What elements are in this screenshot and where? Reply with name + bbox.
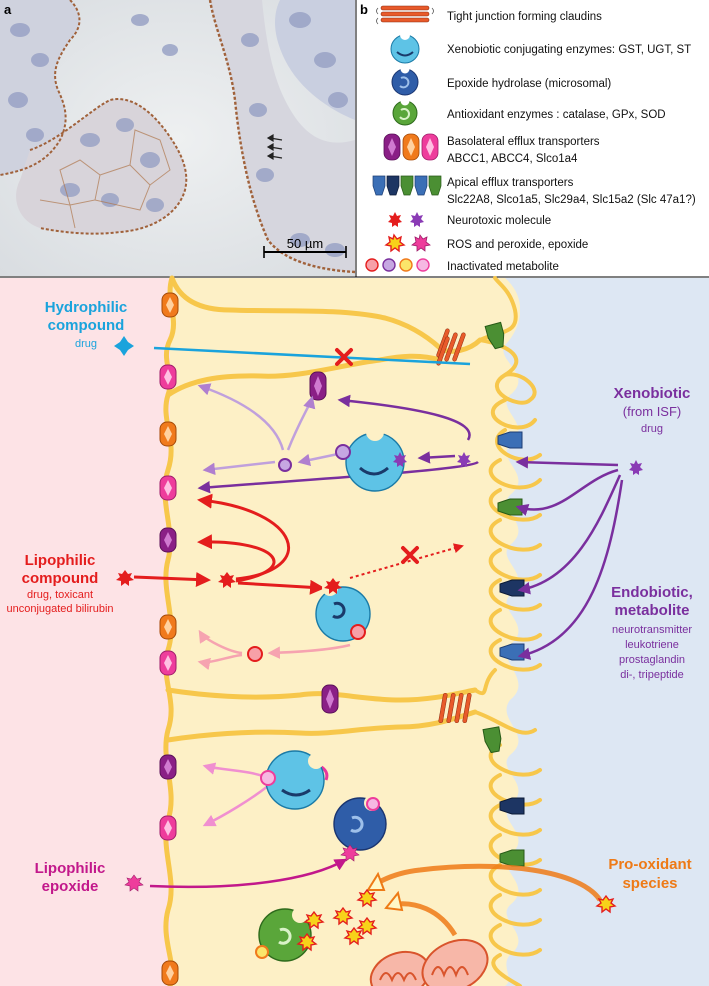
conjugating-enzyme-bottom: [260, 750, 325, 810]
xenobiotic-sub-1: (from ISF): [623, 404, 682, 419]
legend-apical-title: Apical efflux transporters: [447, 177, 574, 189]
panel-a-letter: a: [4, 2, 12, 17]
claudin-icon: [376, 5, 434, 25]
tight-junction-top: [436, 328, 466, 366]
legend-basolateral-list: ABCC1, ABCC4, Slco1a4: [447, 153, 578, 165]
legend-neurotoxic: Neurotoxic molecule: [447, 215, 551, 227]
antioxidant-enzyme-icon: [392, 96, 418, 126]
epoxide-title-2: epoxide: [42, 878, 99, 895]
xenobiotic-paths: [197, 394, 624, 660]
molecules: [116, 452, 643, 952]
panel-a-micrograph: 50 µm a: [0, 0, 356, 276]
tight-junction-middle: [438, 692, 472, 724]
prooxidant-arrow: [366, 863, 603, 937]
conjugating-enzyme-icon: [390, 30, 420, 64]
apical-transporter-icons: [372, 175, 442, 196]
basolateral-transporter-icons: [383, 133, 439, 161]
legend-ros: ROS and peroxide, epoxide: [447, 239, 588, 251]
prooxidant-title-1: Pro-oxidant: [608, 856, 691, 873]
legend-basolateral-title: Basolateral efflux transporters: [447, 136, 600, 148]
barrier-diagram: Hydrophilic compound drug Lipophilic com…: [0, 275, 709, 986]
hydrophilic-path: [114, 336, 471, 366]
lipophilic-title-1: Lipophilic: [25, 552, 96, 569]
conjugating-enzyme-top: [335, 423, 405, 492]
epoxide-title-1: Lipophilic: [35, 860, 106, 877]
inactivated-metabolite-icon: [365, 258, 430, 272]
hydrophilic-sub: drug: [75, 338, 97, 350]
blood-zone: [0, 278, 170, 986]
endobiotic-sub-2: leukotriene: [625, 639, 679, 651]
lipophilic-title-2: compound: [22, 570, 99, 587]
epoxide-hydrolase-cell: [333, 795, 387, 851]
legend-conjugating: Xenobiotic conjugating enzymes: GST, UGT…: [447, 44, 691, 56]
xenobiotic-sub-2: drug: [641, 423, 663, 435]
legend-apical-list: Slc22A8, Slco1a5, Slc29a4, Slc15a2 (Slc …: [447, 194, 696, 206]
basolateral-transporters: [159, 292, 339, 986]
hydrophilic-title-2: compound: [48, 317, 125, 334]
endobiotic-title-2: metabolite: [614, 602, 689, 619]
endobiotic-title-1: Endobiotic,: [611, 584, 693, 601]
diagram-labels: Hydrophilic compound drug Lipophilic com…: [6, 299, 692, 895]
neurotoxic-molecule-icon: [388, 212, 424, 227]
legend-antioxidant: Antioxidant enzymes : catalase, GPx, SOD: [447, 109, 666, 121]
panel-b-letter: b: [360, 2, 368, 17]
legend-claudins: Tight junction forming claudins: [447, 11, 602, 23]
antioxidant-enzyme-cell: [255, 907, 312, 962]
scale-bar-label: 50 µm: [287, 236, 323, 251]
epoxide-hydrolase-icon: [391, 64, 419, 96]
endobiotic-sub-1: neurotransmitter: [612, 624, 692, 636]
hydrophilic-title-1: Hydrophilic: [45, 299, 128, 316]
lipophilic-sub-1: drug, toxicant: [27, 589, 93, 601]
endobiotic-sub-4: di-, tripeptide: [620, 669, 684, 681]
endobiotic-sub-3: prostaglandin: [619, 654, 685, 666]
prooxidant-title-2: species: [622, 875, 677, 892]
lipophilic-sub-2: unconjugated bilirubin: [6, 603, 113, 615]
ros-icon: [384, 233, 431, 253]
legend-epoxide-hydrolase: Epoxide hydrolase (microsomal): [447, 78, 611, 90]
xenobiotic-title: Xenobiotic: [614, 385, 691, 402]
lipophilic-paths: [133, 493, 464, 595]
panel-b-legend: b: [360, 2, 696, 273]
mitochondria: [369, 938, 489, 986]
legend-inactivated: Inactivated metabolite: [447, 261, 559, 273]
